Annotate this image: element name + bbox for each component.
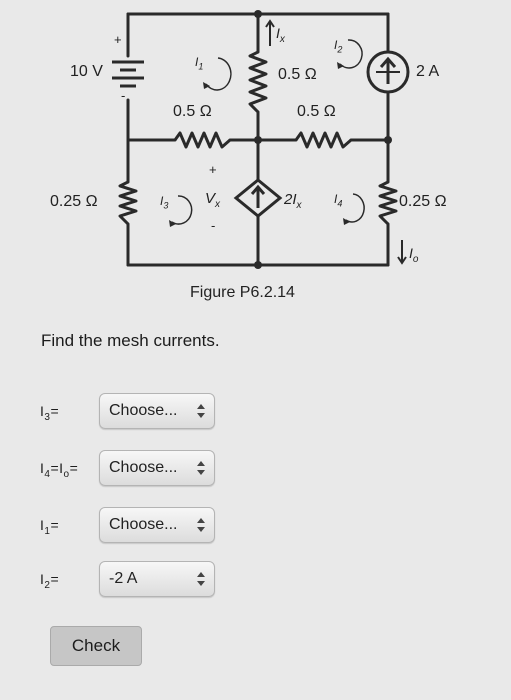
resistor-right xyxy=(378,180,398,226)
answer-row-i4: I4=Io= Choose... xyxy=(0,450,511,490)
dep-source-label: 2Ix xyxy=(284,191,302,211)
circuit-figure: 10 V + - 0.5 Ω 0.5 Ω 0.5 Ω 0.25 Ω 0.25 Ω… xyxy=(0,0,511,318)
resistor-inner-left-label: 0.5 Ω xyxy=(173,103,212,120)
mesh3-arc-icon xyxy=(171,195,193,225)
ix-arrow-icon xyxy=(265,19,275,46)
figure-caption: Figure P6.2.14 xyxy=(190,284,295,301)
updown-arrows-icon xyxy=(197,518,205,532)
mesh2-label: I2 xyxy=(334,38,343,55)
io-arrow-icon xyxy=(397,240,407,265)
circuit-diagram xyxy=(112,10,410,269)
updown-arrows-icon xyxy=(197,572,205,586)
answer-label-i2: I2= xyxy=(40,571,60,591)
resistor-left xyxy=(118,180,138,226)
ix-label: Ix xyxy=(276,25,285,45)
answer-row-i1: I1= Choose... xyxy=(0,507,511,547)
source-minus-label: - xyxy=(121,88,126,103)
resistor-right-label: 0.25 Ω xyxy=(399,193,447,210)
source-plus-label: + xyxy=(114,32,122,47)
answer-row-i2: I2= -2 A xyxy=(0,561,511,601)
mesh3-label: I3 xyxy=(160,194,169,211)
answer-label-i4: I4=Io= xyxy=(40,460,79,480)
resistor-inner-right-label: 0.5 Ω xyxy=(297,103,336,120)
vx-minus-label: - xyxy=(211,218,216,233)
source-voltage-label: 10 V xyxy=(70,63,103,80)
answer-label-i3: I3= xyxy=(40,403,60,423)
resistor-left-label: 0.25 Ω xyxy=(50,193,98,210)
answer-row-i3: I3= Choose... xyxy=(0,393,511,433)
dependent-source-icon xyxy=(233,178,283,218)
updown-arrows-icon xyxy=(197,461,205,475)
mesh1-label: I1 xyxy=(195,55,204,72)
mesh4-arc-icon xyxy=(345,193,365,223)
mesh4-label: I4 xyxy=(334,192,343,209)
answer-select-i3[interactable]: Choose... xyxy=(99,393,215,429)
io-label: Io xyxy=(409,245,419,265)
mesh1-arc-icon xyxy=(205,57,232,91)
resistor-inner-right xyxy=(294,131,352,149)
answer-label-i1: I1= xyxy=(40,517,60,537)
mesh2-arc-icon xyxy=(339,39,363,69)
current-source-icon xyxy=(366,50,410,94)
resistor-top-mid xyxy=(248,50,268,114)
answer-select-i4[interactable]: Choose... xyxy=(99,450,215,486)
answer-select-i1[interactable]: Choose... xyxy=(99,507,215,543)
answer-select-i2[interactable]: -2 A xyxy=(99,561,215,597)
current-source-label: 2 A xyxy=(416,63,440,80)
vx-label: Vx xyxy=(205,190,221,210)
check-button[interactable]: Check xyxy=(50,626,142,666)
battery-symbol xyxy=(112,60,144,88)
updown-arrows-icon xyxy=(197,404,205,418)
question-prompt: Find the mesh currents. xyxy=(41,331,220,350)
resistor-inner-left xyxy=(173,131,231,149)
vx-plus-label: + xyxy=(209,162,217,177)
resistor-top-mid-label: 0.5 Ω xyxy=(278,66,317,83)
